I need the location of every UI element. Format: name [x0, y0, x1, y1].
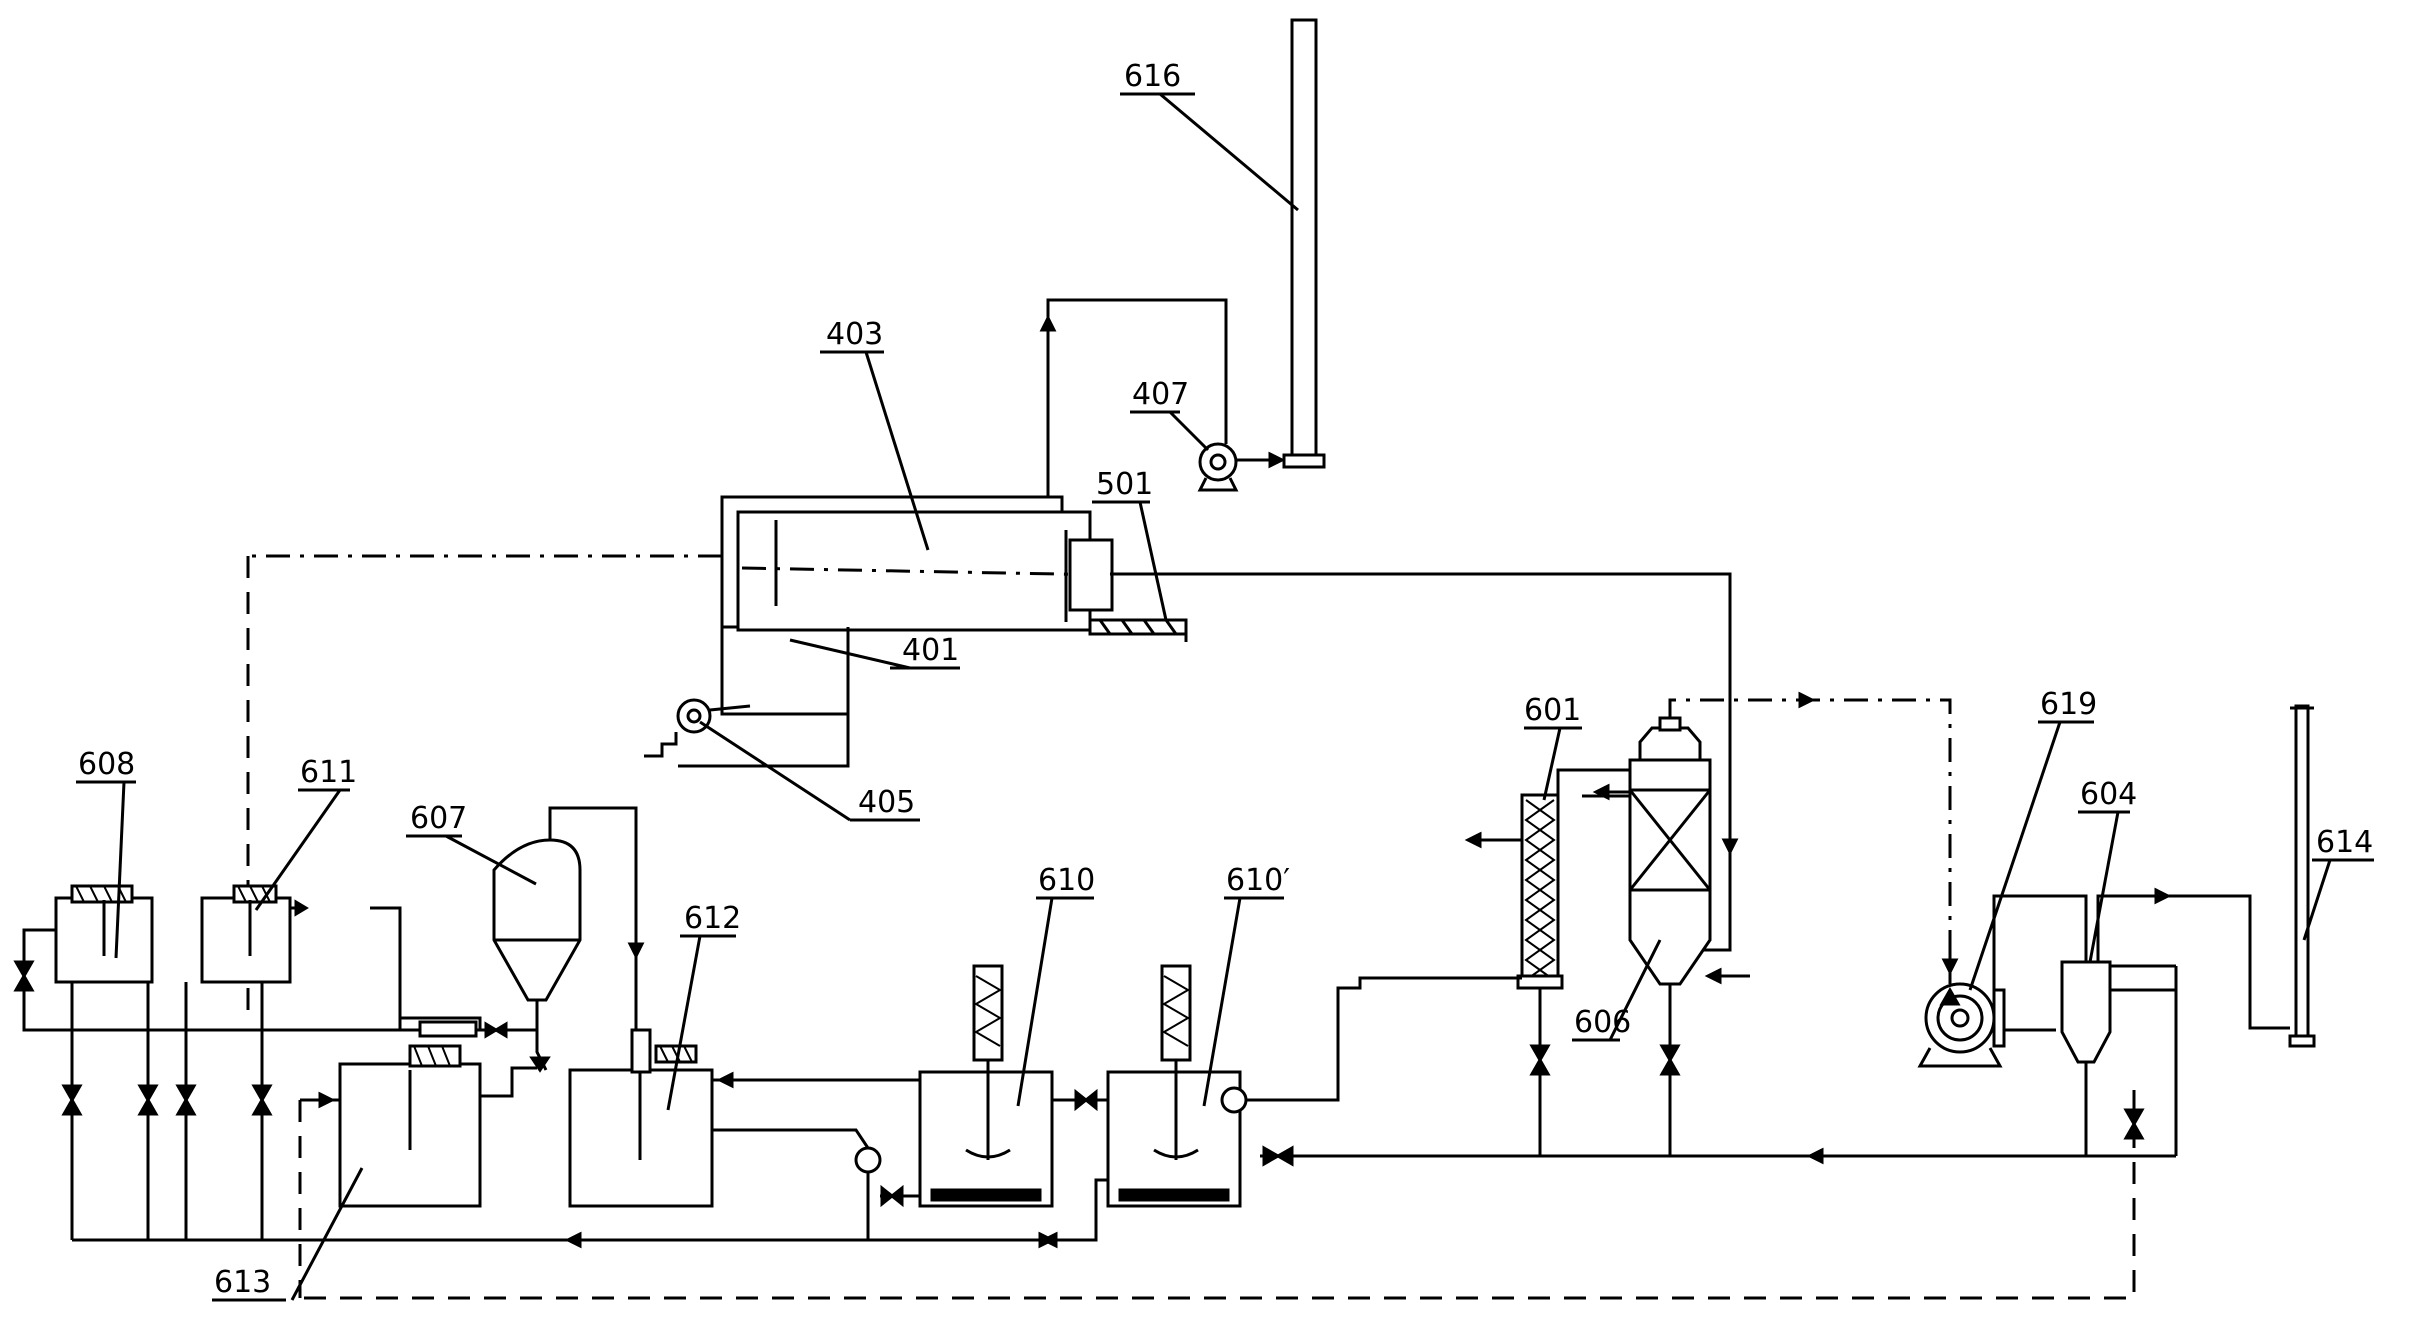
tank-608	[54, 884, 154, 984]
left-valves	[61, 1084, 273, 1116]
label-610-text: 610	[1038, 863, 1095, 898]
label-611: 611	[254, 755, 357, 911]
label-613: 613	[212, 1167, 364, 1302]
label-604-text: 604	[2080, 777, 2137, 812]
vacuum-pump-619	[1917, 982, 2056, 1068]
drain-valves	[1529, 986, 2145, 1140]
label-610b-text: 610′	[1226, 863, 1290, 898]
label-403: 403	[820, 317, 930, 551]
label-401-text: 401	[902, 633, 959, 668]
reactor-610	[918, 964, 1054, 1208]
tank-612	[568, 1028, 714, 1208]
label-616: 616	[1120, 59, 1299, 212]
label-614-text: 614	[2316, 825, 2373, 860]
label-607-text: 607	[410, 801, 467, 836]
label-610: 610	[1016, 863, 1095, 1107]
screw-feeder-501	[1088, 618, 1188, 642]
cyclone-607	[492, 838, 582, 1030]
label-405: 405	[699, 720, 920, 822]
burner-fan-405	[644, 698, 751, 758]
label-401: 401	[789, 633, 960, 670]
label-619: 619	[1968, 687, 2097, 991]
label-606: 606	[1572, 939, 1662, 1042]
tank-613	[300, 1044, 537, 1208]
label-405-text: 405	[858, 785, 915, 820]
label-608: 608	[76, 747, 136, 959]
label-614: 614	[2302, 825, 2374, 941]
label-608-text: 608	[78, 747, 135, 782]
vent-stack-614	[2288, 704, 2316, 1048]
dryer-support-401	[678, 627, 850, 768]
label-612: 612	[666, 901, 741, 1111]
label-501-text: 501	[1096, 467, 1153, 502]
separator-604	[2060, 960, 2178, 1156]
label-601-text: 601	[1524, 693, 1581, 728]
label-407: 407	[1130, 377, 1210, 452]
label-403-text: 403	[826, 317, 883, 352]
label-619-text: 619	[2040, 687, 2097, 722]
label-616-text: 616	[1124, 59, 1181, 94]
label-601: 601	[1524, 693, 1582, 801]
label-612-text: 612	[684, 901, 741, 936]
label-501: 501	[1092, 467, 1168, 621]
reactor-610b	[1106, 964, 1242, 1208]
label-613-text: 613	[214, 1265, 271, 1300]
label-607: 607	[406, 801, 537, 886]
scrubber-tower-606	[1556, 716, 1750, 1156]
chimney-616	[1282, 18, 1326, 469]
label-606-text: 606	[1574, 1005, 1631, 1040]
valve-bottom-right	[1262, 1145, 1294, 1167]
tank-611	[200, 884, 309, 984]
fan-407	[1197, 442, 1286, 492]
rotary-dryer-403	[720, 495, 1114, 632]
label-611-text: 611	[300, 755, 357, 790]
label-407-text: 407	[1132, 377, 1189, 412]
label-610b: 610′	[1202, 863, 1290, 1107]
pump-reactor-outlet	[1220, 976, 1522, 1114]
pump-612-outlet	[712, 1128, 920, 1240]
label-604: 604	[2078, 777, 2137, 963]
condenser-601	[1464, 793, 1564, 1156]
